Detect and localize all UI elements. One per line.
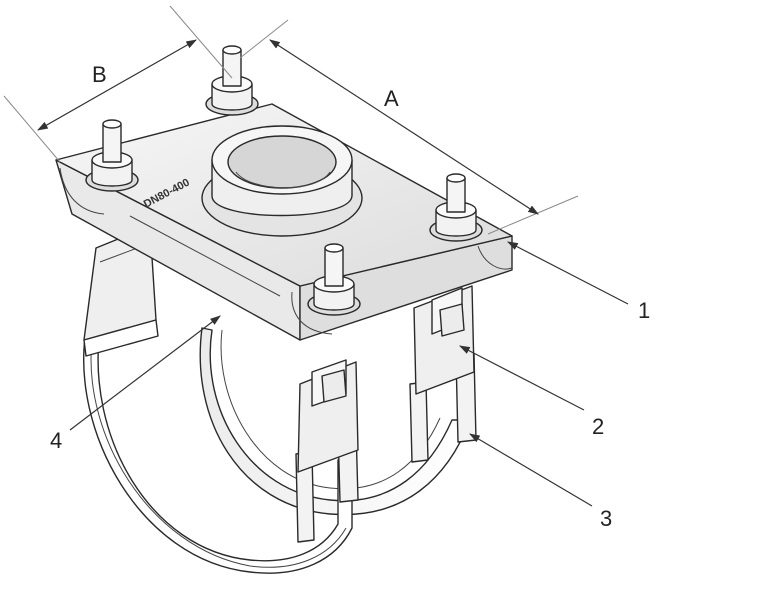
- bolt-nut-front-left: [85, 119, 139, 192]
- dimension-b-label: B: [92, 62, 107, 87]
- callout-2: 2: [459, 345, 604, 439]
- callout-4: 4: [50, 315, 221, 453]
- callout-1: 1: [507, 241, 650, 323]
- callout-4-label: 4: [50, 428, 62, 453]
- bolt-nut-rear-left: [205, 45, 259, 116]
- bolt-nut-front-right: [307, 243, 361, 316]
- outlet-boss: [201, 125, 363, 237]
- strap-bracket-left: [83, 225, 159, 357]
- callout-3-label: 3: [600, 506, 612, 531]
- dimension-b: B: [3, 5, 233, 163]
- callout-3: 3: [469, 433, 612, 531]
- callout-2-label: 2: [592, 414, 604, 439]
- callout-1-label: 1: [638, 298, 650, 323]
- lower-hex-nut-center: [321, 369, 347, 403]
- bolt-nut-rear-right: [429, 173, 483, 242]
- dimension-a-label: A: [384, 86, 399, 111]
- dimension-a: A: [239, 19, 579, 235]
- lower-hex-nut-right: [439, 303, 465, 337]
